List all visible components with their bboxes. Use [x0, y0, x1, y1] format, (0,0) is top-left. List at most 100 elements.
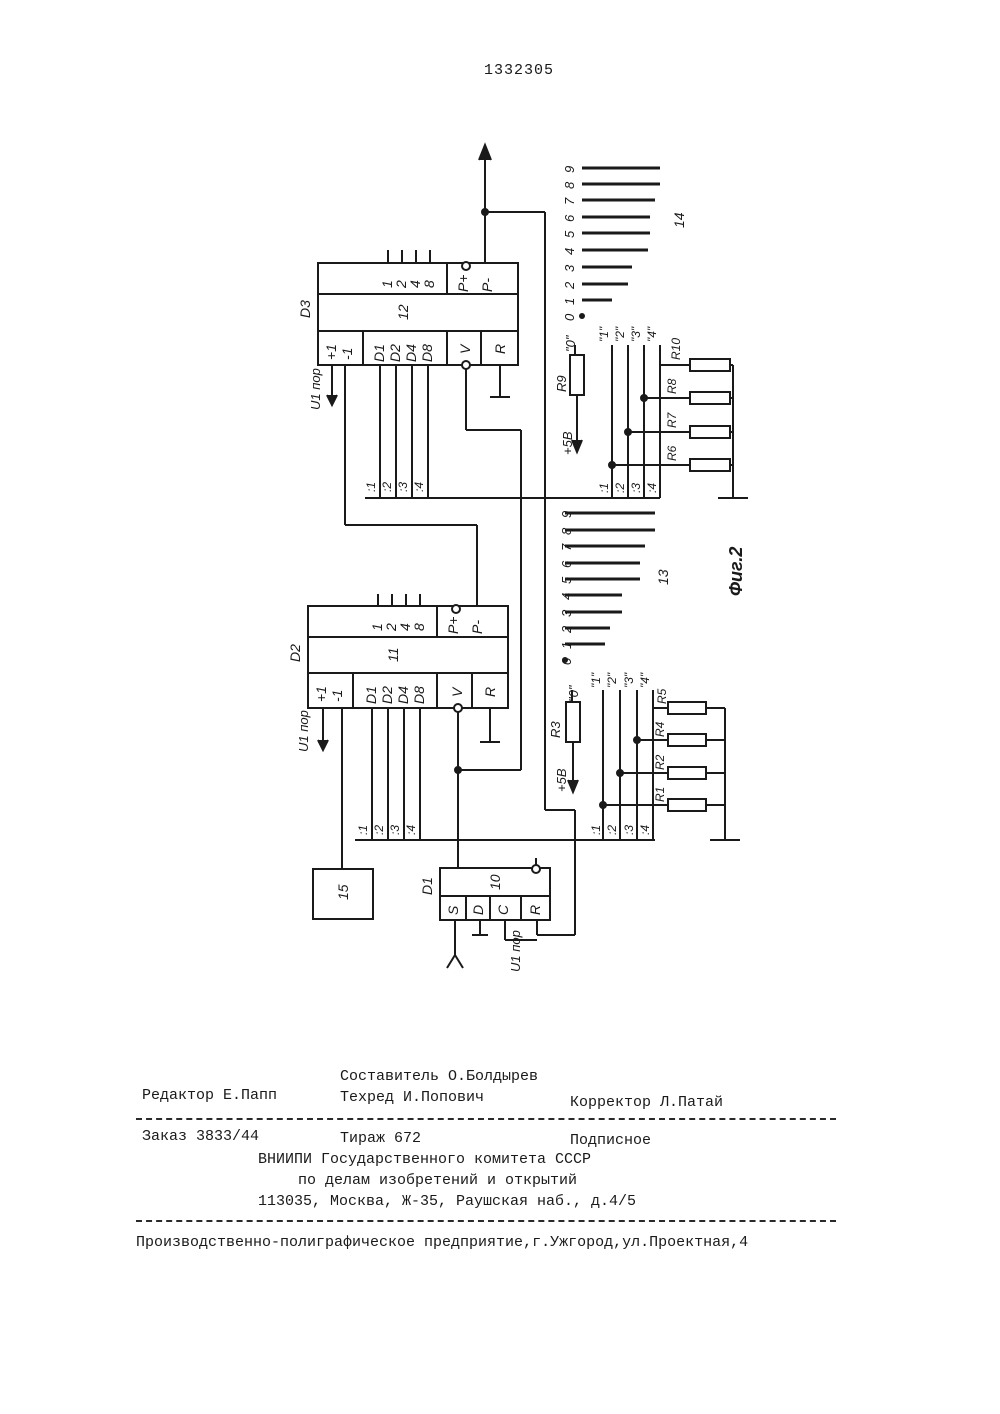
d2-in-plus1: +1: [313, 686, 329, 702]
rule-bottom: [136, 1220, 836, 1222]
d2-carry-minus: P-: [469, 620, 485, 634]
d3-in-r: R: [492, 344, 508, 354]
imprint-address: 113035, Москва, Ж-35, Раушская наб., д.4…: [258, 1193, 636, 1210]
switch13-digit-0: 0: [559, 657, 574, 665]
d1-supply: U1 пор: [508, 930, 523, 972]
d2-carry-plus: P+: [445, 616, 461, 634]
switch13-digit-8: 8: [559, 527, 574, 535]
d2-supply: U1 пор: [296, 710, 311, 752]
d2-number: 11: [385, 647, 401, 662]
d3-in-d2: D2: [387, 344, 403, 362]
d3-in-v: V: [457, 343, 473, 354]
upper-bus-4: :4: [645, 483, 659, 493]
rule-top: [136, 1118, 836, 1120]
imprint-subscription: Подписное: [570, 1132, 651, 1149]
upper-pull-up: R9: [554, 375, 569, 392]
lower-supply: +5В: [554, 768, 569, 792]
lower-bus-2: :2: [605, 825, 619, 835]
left-bus-upper-3: :3: [396, 482, 410, 492]
upper-matrix: [570, 345, 748, 498]
circuit-schematic: D3 12 1 2 4 8 P+ P- +1 -1 D1 D2 D4 D8 V …: [0, 0, 1000, 1000]
left-bus-lower-3: :3: [388, 825, 402, 835]
d2-in-r: R: [482, 687, 498, 697]
switch14-digit-9: 9: [562, 166, 577, 173]
switch14-digit-7: 7: [562, 197, 577, 205]
imprint-order: Заказ 3833/44: [142, 1128, 259, 1145]
upper-res-r7: R7: [665, 411, 679, 428]
d2-designator: D2: [287, 644, 303, 662]
d2-weight-8: 8: [411, 623, 427, 631]
lower-res-r4: R4: [653, 721, 667, 737]
d3-in-d8: D8: [419, 344, 435, 362]
d2-in-minus1: -1: [329, 690, 345, 702]
d2-in-d2: D2: [379, 686, 395, 704]
d3-number: 12: [395, 304, 411, 320]
lower-level-2: "2": [605, 672, 619, 688]
imprint-techred: Техред И.Попович: [340, 1089, 484, 1106]
d3-in-d1: D1: [371, 344, 387, 362]
switch13-digit-2: 2: [559, 625, 574, 634]
upper-bus-3: :3: [629, 483, 643, 493]
d1-in-r: R: [527, 905, 543, 915]
lower-pull-up: R3: [548, 721, 563, 738]
switch13-digit-7: 7: [559, 543, 574, 551]
d3-in-plus1: +1: [323, 344, 339, 360]
lower-level-4: "4": [638, 672, 652, 688]
switch14-digit-3: 3: [562, 264, 577, 272]
block-15-label: 15: [335, 884, 351, 900]
switch14-digit-0: 0: [562, 313, 577, 321]
switch13-digit-5: 5: [559, 576, 574, 584]
imprint-editor: Редактор Е.Папп: [142, 1087, 277, 1104]
left-bus-lower-2: :2: [372, 825, 386, 835]
figure-caption: Фиг.2: [726, 547, 746, 596]
left-bus-lower-4: :4: [404, 825, 418, 835]
d3-in-d4: D4: [403, 344, 419, 362]
d3-in-minus1: -1: [339, 348, 355, 360]
switch14-digit-6: 6: [562, 214, 577, 222]
switch13-digit-6: 6: [559, 560, 574, 568]
switch14-digit-2: 2: [562, 281, 577, 290]
lower-bus-1: :1: [589, 825, 603, 835]
lower-res-r1: R1: [653, 787, 667, 802]
upper-level-1: "1": [597, 326, 611, 342]
d2-in-d1: D1: [363, 686, 379, 704]
upper-level-4: "4": [645, 326, 659, 342]
switch13-number: 13: [655, 569, 671, 585]
switch14-number: 14: [671, 212, 687, 228]
d1-in-c: C: [495, 904, 511, 915]
switch-13: [562, 513, 655, 663]
d3-weight-8: 8: [421, 280, 437, 288]
lower-level-1: "1": [589, 672, 603, 688]
d3-carry-plus: P+: [455, 274, 471, 292]
upper-res-r10: R10: [669, 338, 683, 360]
switch14-digit-5: 5: [562, 230, 577, 238]
imprint-corrector: Корректор Л.Патай: [570, 1094, 723, 1111]
imprint-printer: Производственно-полиграфическое предприя…: [136, 1234, 748, 1251]
left-bus-upper-1: :1: [364, 482, 378, 492]
imprint-compiler: Составитель О.Болдырев: [340, 1068, 538, 1085]
upper-res-r6: R6: [665, 445, 679, 461]
switch14-digit-8: 8: [562, 181, 577, 189]
upper-bus-1: :1: [597, 483, 611, 493]
upper-level-3: "3": [629, 326, 643, 342]
d3-carry-minus: P-: [479, 278, 495, 292]
switch13-digit-4: 4: [559, 593, 574, 600]
switch-14: [579, 168, 660, 319]
left-bus-upper-2: :2: [380, 482, 394, 492]
lower-res-r5: R5: [655, 688, 669, 704]
lower-level-zero: "0": [566, 684, 581, 702]
d2-in-d8: D8: [411, 686, 427, 704]
upper-level-zero: "0": [563, 334, 578, 352]
lower-bus-4: :4: [638, 825, 652, 835]
d2-in-d4: D4: [395, 686, 411, 704]
lower-res-r2: R2: [653, 754, 667, 770]
imprint-circulation: Тираж 672: [340, 1130, 421, 1147]
switch13-digit-3: 3: [559, 609, 574, 617]
lower-bus-3: :3: [622, 825, 636, 835]
left-bus-upper-4: :4: [412, 482, 426, 492]
switch13-digit-1: 1: [559, 642, 574, 649]
lower-level-3: "3": [622, 672, 636, 688]
switch13-digit-9: 9: [559, 511, 574, 518]
switch14-digit-1: 1: [562, 298, 577, 305]
d1-number: 10: [487, 874, 503, 890]
